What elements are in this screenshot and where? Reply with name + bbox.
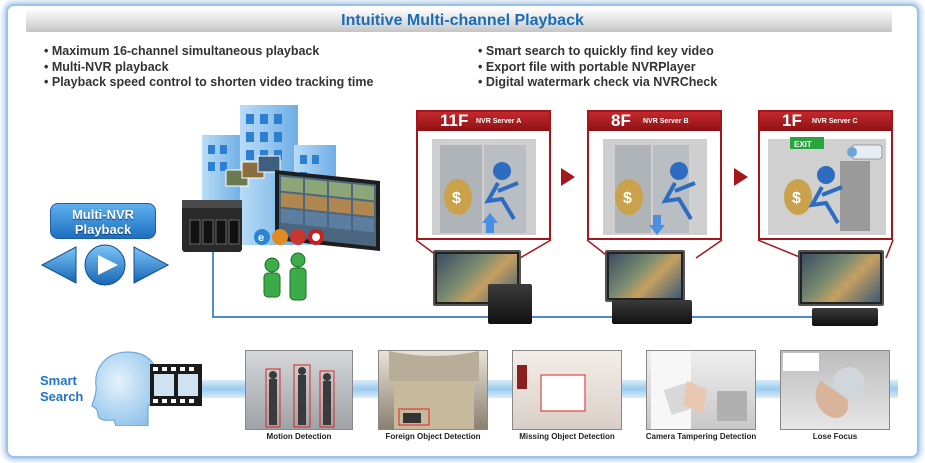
svg-text:$: $ (623, 190, 632, 207)
floor-panel-11f: 11F NVR Server A $ (416, 110, 551, 240)
cctv-camera-icon (847, 144, 883, 160)
feature-list-left: Maximum 16-channel simultaneous playback… (44, 44, 374, 91)
floor-panel-8f: 8F NVR Server B $ (587, 110, 722, 240)
svg-text:e: e (258, 232, 264, 244)
connection-line (212, 243, 214, 318)
nvr-unit (812, 308, 878, 326)
thumbnail-caption: Motion Detection (266, 432, 332, 441)
floor-number: 11F (440, 111, 469, 130)
thumbnail-caption: Missing Object Detection (519, 432, 615, 441)
floor-number: 8F (611, 111, 631, 130)
feature-item: Export file with portable NVRPlayer (478, 60, 717, 76)
browser-icons: e (254, 229, 324, 245)
elevator-scene: $ (603, 139, 707, 235)
thumbnail-caption: Foreign Object Detection (385, 432, 481, 441)
film-strip-icon (150, 364, 202, 406)
label-line: Playback (74, 222, 132, 237)
smart-search-label: Smart Search (40, 373, 83, 405)
feature-item: Digital watermark check via NVRCheck (478, 75, 717, 91)
label-line: Smart (40, 373, 77, 388)
feature-list-right: Smart search to quickly find key video E… (478, 44, 717, 91)
play-icon[interactable] (84, 244, 126, 286)
nvr-unit (488, 284, 532, 324)
camera-tampering-thumbnail[interactable] (646, 350, 756, 430)
monitor (605, 250, 685, 302)
smart-search-graphic (91, 351, 202, 426)
server-name: NVR Server B (643, 118, 689, 125)
feature-item: Smart search to quickly find key video (478, 44, 717, 60)
monitor (798, 250, 884, 306)
thumbnail-caption: Lose Focus (812, 432, 858, 441)
thumbnail-caption: Camera Tampering Detection (645, 432, 757, 441)
server-name: NVR Server A (476, 118, 522, 125)
page-title: Intuitive Multi-channel Playback (341, 12, 584, 29)
foreign-object-thumbnail[interactable] (378, 350, 488, 430)
forward-icon[interactable] (133, 246, 170, 284)
title-band (26, 8, 892, 32)
exit-scene: EXIT $ (768, 137, 886, 235)
panel-to-monitor-connectors (415, 240, 894, 259)
playback-controls (40, 244, 170, 286)
label-line: Search (40, 389, 84, 404)
floor-number: 1F (782, 111, 802, 130)
sequence-arrow (561, 168, 575, 186)
feature-item: Multi-NVR playback (44, 60, 373, 76)
feature-item: Maximum 16-channel simultaneous playback (44, 44, 373, 60)
nvr-unit (612, 300, 692, 324)
back-icon[interactable] (40, 246, 77, 284)
multi-nvr-playback-label: Multi-NVR Playback (50, 203, 156, 239)
head-silhouette-icon (91, 351, 160, 426)
feature-item: Playback speed control to shorten video … (44, 75, 374, 91)
svg-text:$: $ (792, 190, 801, 207)
users-icon (263, 252, 307, 301)
sequence-arrow (734, 168, 748, 186)
floor-panel-1f: 1F NVR Server C EXIT $ (758, 110, 893, 240)
missing-object-thumbnail[interactable] (512, 350, 622, 430)
building-illustration: e (182, 105, 380, 301)
exit-sign: EXIT (794, 140, 812, 149)
motion-detection-thumbnail[interactable] (245, 350, 353, 430)
elevator-scene: $ (432, 139, 536, 235)
lose-focus-thumbnail[interactable] (780, 350, 890, 430)
server-name: NVR Server C (812, 118, 858, 125)
svg-text:$: $ (452, 190, 461, 207)
label-line: Multi-NVR (71, 207, 135, 222)
